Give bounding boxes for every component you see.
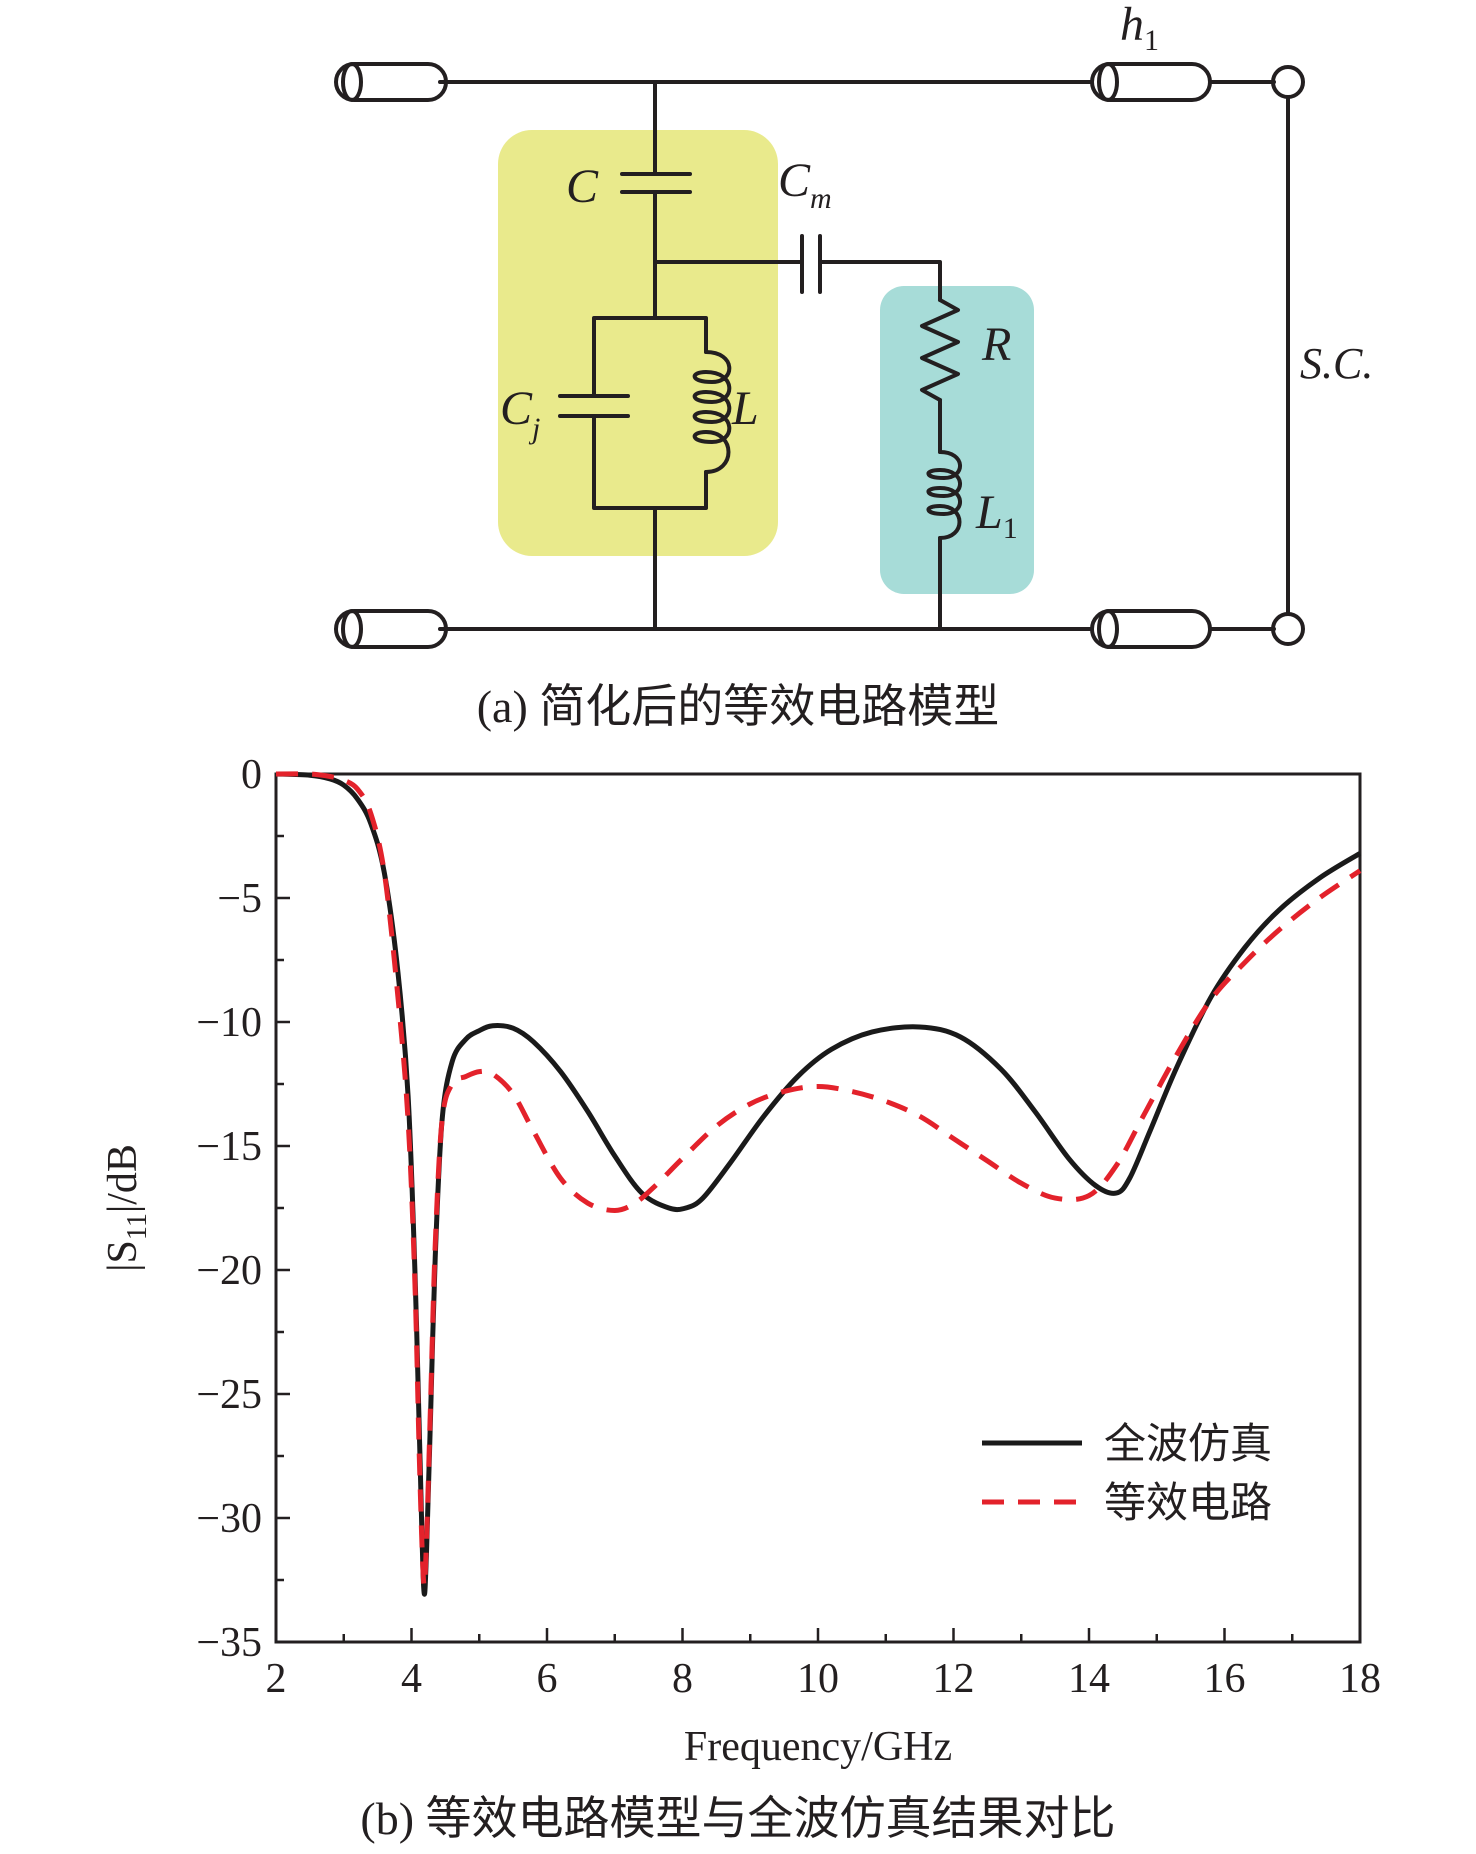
y-tick-label: −15: [196, 1124, 262, 1170]
x-tick-label: 2: [266, 1656, 287, 1702]
cm-wire-right: [820, 260, 942, 302]
x-tick-label: 10: [797, 1656, 839, 1702]
capacitor-c: [620, 172, 692, 194]
caption-a: (a) 简化后的等效电路模型: [477, 681, 1000, 732]
x-axis-label: Frequency/GHz: [684, 1724, 952, 1770]
x-tick-label: 14: [1068, 1656, 1110, 1702]
x-tick-label: 16: [1204, 1656, 1246, 1702]
x-tick-label: 8: [672, 1656, 693, 1702]
series-equivalent-circuit: [275, 771, 1362, 1589]
x-tick-label: 18: [1339, 1656, 1381, 1702]
y-axis-label: |S11|/dB: [100, 1144, 153, 1272]
label-cj: Cj: [500, 382, 540, 445]
x-tick-label: 6: [537, 1656, 558, 1702]
y-tick-label: −35: [196, 1620, 262, 1666]
chart: 2 4 6 8 10 12 14 16 18 0 −5 −10 −15 −20 −25 −30 −35 全波仿…: [100, 752, 1381, 1844]
label-r: R: [981, 318, 1011, 371]
tline-top-right-h1: [1090, 62, 1212, 102]
inductor-l: [692, 350, 732, 474]
series-layer: [275, 771, 1362, 1597]
label-l1: L1: [975, 486, 1018, 545]
tline-top-left: [334, 62, 448, 102]
y-tick-label: −25: [196, 1372, 262, 1418]
y-tick-label: −30: [196, 1496, 262, 1542]
resonator-highlight-box: [498, 130, 778, 556]
legend-label-equivalent: 等效电路: [1104, 1481, 1272, 1527]
x-tick-label: 12: [933, 1656, 975, 1702]
label-l: L: [731, 382, 759, 435]
tank-outline-bottom: [592, 416, 708, 510]
tline-bottom-right: [1090, 609, 1212, 649]
inductor-l1: [926, 450, 962, 540]
loss-highlight-box: [880, 286, 1034, 594]
caption-b: (b) 等效电路模型与全波仿真结果对比: [360, 1793, 1115, 1844]
bottom-terminal: [1271, 612, 1305, 646]
label-sc: S.C.: [1300, 339, 1373, 388]
capacitor-cj: [558, 394, 630, 418]
top-terminal: [1271, 65, 1305, 99]
circuit-diagram: C Cm Cj L R L1 h1 S.C. (a) 简化后的等效电路模型: [334, 0, 1373, 732]
legend: 全波仿真 等效电路: [982, 1421, 1272, 1527]
x-ticks: 2 4 6 8 10 12 14 16 18: [266, 1628, 1381, 1702]
tline-bottom-left: [334, 609, 448, 649]
tank-outline: [592, 316, 708, 396]
series-full-wave: [275, 771, 1362, 1597]
resistor-r: [920, 298, 960, 402]
label-cm: Cm: [778, 154, 832, 215]
y-tick-label: −5: [217, 876, 262, 922]
y-ticks: 0 −5 −10 −15 −20 −25 −30 −35: [196, 752, 290, 1666]
legend-label-full-wave: 全波仿真: [1104, 1421, 1272, 1468]
capacitor-cm: [800, 234, 822, 294]
y-tick-label: −20: [196, 1248, 262, 1294]
x-tick-label: 4: [401, 1656, 422, 1702]
y-tick-label: −10: [196, 1000, 262, 1046]
label-c: C: [566, 160, 599, 213]
label-h1: h1: [1120, 0, 1159, 57]
y-tick-label: 0: [241, 752, 262, 798]
